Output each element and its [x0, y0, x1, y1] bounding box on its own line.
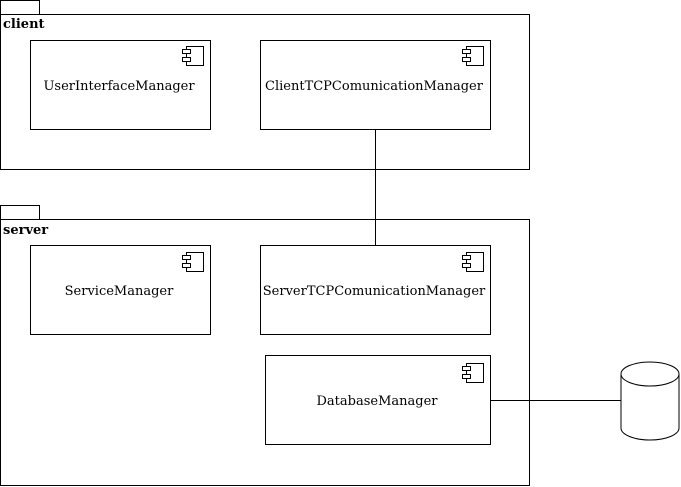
component-icon	[462, 252, 484, 272]
component-icon	[182, 252, 204, 272]
package-client-tab	[0, 0, 40, 15]
component-label: ClientTCPComunicationManager	[265, 79, 484, 94]
package-server-tab	[0, 205, 40, 220]
component-label: UserInterfaceManager	[43, 79, 195, 94]
package-client-label: client	[3, 17, 45, 32]
component-icon	[182, 46, 204, 66]
component-label: ServiceManager	[65, 284, 174, 299]
database-cylinder-icon	[620, 361, 680, 441]
package-server-label: server	[3, 223, 48, 238]
component-user-interface-manager: UserInterfaceManager	[30, 40, 211, 130]
component-client-tcp-manager: ClientTCPComunicationManager	[260, 40, 491, 130]
component-icon	[462, 46, 484, 66]
component-database-manager: DatabaseManager	[265, 355, 491, 445]
component-service-manager: ServiceManager	[30, 245, 211, 335]
component-server-tcp-manager: ServerTCPComunicationManager	[260, 245, 491, 335]
component-label: DatabaseManager	[317, 394, 439, 409]
component-label: ServerTCPComunicationManager	[263, 284, 486, 299]
component-icon	[462, 363, 484, 383]
